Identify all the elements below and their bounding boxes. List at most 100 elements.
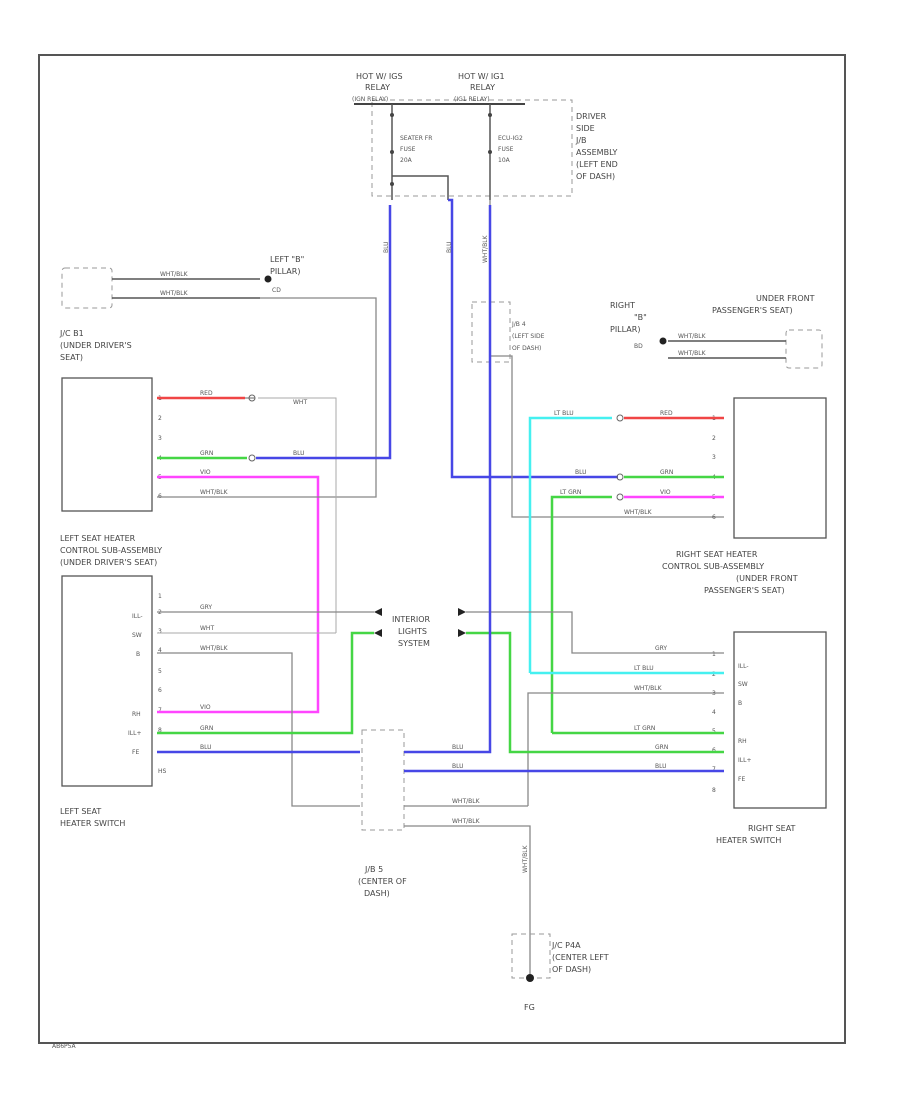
svg-text:VIO: VIO xyxy=(200,704,211,711)
svg-text:WHT/BLK: WHT/BLK xyxy=(678,350,707,357)
svg-text:(CENTER LEFT: (CENTER LEFT xyxy=(552,953,609,962)
svg-text:1: 1 xyxy=(158,593,162,600)
svg-text:7: 7 xyxy=(158,707,162,714)
svg-text:GRY: GRY xyxy=(200,604,212,611)
svg-text:2: 2 xyxy=(712,435,716,442)
svg-text:4: 4 xyxy=(158,647,162,654)
svg-text:(UNDER DRIVER'S SEAT): (UNDER DRIVER'S SEAT) xyxy=(60,558,157,567)
svg-text:ILL-: ILL- xyxy=(738,663,749,670)
svg-text:SEAT): SEAT) xyxy=(60,353,83,362)
svg-text:6: 6 xyxy=(712,514,716,521)
svg-text:J/C B1: J/C B1 xyxy=(59,329,84,338)
svg-text:5: 5 xyxy=(712,728,716,735)
svg-text:B: B xyxy=(136,651,140,658)
svg-text:BLU: BLU xyxy=(293,450,305,457)
svg-text:6: 6 xyxy=(158,687,162,694)
right-seat-heater-switch: 1 2 3 4 5 6 7 8 ILL- SW B RH ILL+ FE RIG… xyxy=(712,631,827,845)
svg-text:RELAY: RELAY xyxy=(365,83,390,92)
svg-text:FE: FE xyxy=(738,776,745,783)
svg-text:BLU: BLU xyxy=(200,744,212,751)
svg-text:SIDE: SIDE xyxy=(576,124,595,133)
svg-text:20A: 20A xyxy=(400,157,413,164)
driver-side-jb-box: HOT W/ IGS RELAY (IGN RELAY) HOT W/ IG1 … xyxy=(352,72,618,200)
svg-text:BLU: BLU xyxy=(575,469,587,476)
svg-text:GRN: GRN xyxy=(200,450,213,457)
svg-text:(UNDER FRONT: (UNDER FRONT xyxy=(736,574,798,583)
svg-text:HEATER SWITCH: HEATER SWITCH xyxy=(60,819,125,828)
svg-text:WHT: WHT xyxy=(200,625,214,632)
svg-text:WHT/BLK: WHT/BLK xyxy=(160,271,189,278)
svg-text:ILL-: ILL- xyxy=(132,613,143,620)
svg-text:LT GRN: LT GRN xyxy=(634,725,655,732)
svg-text:5: 5 xyxy=(158,668,162,675)
svg-text:FUSE: FUSE xyxy=(498,146,514,153)
svg-text:WHT/BLK: WHT/BLK xyxy=(452,798,481,805)
svg-text:BD: BD xyxy=(634,343,643,350)
svg-text:8: 8 xyxy=(712,787,716,794)
svg-text:WHT/BLK: WHT/BLK xyxy=(160,290,189,297)
svg-text:RIGHT SEAT: RIGHT SEAT xyxy=(748,824,796,833)
svg-text:SEATER FR: SEATER FR xyxy=(400,135,432,142)
svg-text:CONTROL SUB-ASSEMBLY: CONTROL SUB-ASSEMBLY xyxy=(662,562,764,571)
page-code: AB6P5A xyxy=(52,1043,76,1050)
svg-text:CONTROL SUB-ASSEMBLY: CONTROL SUB-ASSEMBLY xyxy=(60,546,162,555)
svg-text:3: 3 xyxy=(712,454,716,461)
svg-text:RIGHT: RIGHT xyxy=(610,301,635,310)
left-ground-junction: WHT/BLK WHT/BLK LEFT "B" PILLAR) CD J/C … xyxy=(59,255,377,498)
svg-text:(LEFT SIDE: (LEFT SIDE xyxy=(512,333,545,340)
svg-text:8: 8 xyxy=(158,727,162,734)
svg-text:10A: 10A xyxy=(498,157,511,164)
svg-text:LT GRN: LT GRN xyxy=(560,489,581,496)
svg-text:HS: HS xyxy=(158,768,167,775)
left-harness-wires: RED WHT GRN BLU BLU VIO VIO WHT/BLK xyxy=(157,205,392,714)
svg-text:WHT/BLK: WHT/BLK xyxy=(678,333,707,340)
svg-text:INTERIOR: INTERIOR xyxy=(392,615,431,624)
right-harness-wires: LT BLU RED GRN LT GRN VIO LT BLU GRY WHT… xyxy=(466,410,724,806)
svg-text:LT BLU: LT BLU xyxy=(634,665,654,672)
svg-text:(UNDER DRIVER'S: (UNDER DRIVER'S xyxy=(60,341,132,350)
svg-text:2: 2 xyxy=(158,415,162,422)
svg-text:SW: SW xyxy=(132,632,142,639)
svg-text:OF DASH): OF DASH) xyxy=(576,172,615,181)
svg-text:WHT/BLK: WHT/BLK xyxy=(200,489,229,496)
svg-text:OF DASH): OF DASH) xyxy=(512,345,541,352)
svg-text:ASSEMBLY: ASSEMBLY xyxy=(576,148,617,157)
svg-text:WHT/BLK: WHT/BLK xyxy=(522,844,529,873)
svg-text:SYSTEM: SYSTEM xyxy=(398,639,430,648)
svg-text:OF DASH): OF DASH) xyxy=(552,965,591,974)
svg-text:RED: RED xyxy=(660,410,673,417)
svg-text:6: 6 xyxy=(712,747,716,754)
svg-text:GRN: GRN xyxy=(655,744,668,751)
svg-text:FUSE: FUSE xyxy=(400,146,416,153)
svg-text:WHT: WHT xyxy=(293,399,307,406)
svg-text:PILLAR): PILLAR) xyxy=(270,267,300,276)
left-seat-heater-control: 1 2 3 4 5 6 LEFT SEAT HEATER CONTROL SUB… xyxy=(60,377,162,567)
svg-text:(IG1 RELAY): (IG1 RELAY) xyxy=(454,96,490,103)
right-ground-junction: WHT/BLK WHT/BLK RIGHT "B" PILLAR) BD UND… xyxy=(610,294,823,369)
svg-text:HOT W/ IGS: HOT W/ IGS xyxy=(356,72,403,81)
svg-text:DASH): DASH) xyxy=(364,889,390,898)
svg-text:RIGHT SEAT HEATER: RIGHT SEAT HEATER xyxy=(676,550,758,559)
svg-text:ILL+: ILL+ xyxy=(738,757,751,764)
svg-text:FG: FG xyxy=(524,1003,535,1012)
svg-text:ECU-IG2: ECU-IG2 xyxy=(498,135,523,142)
svg-text:RH: RH xyxy=(132,711,141,718)
center-wires: GRY WHT WHT/BLK GRN BLU BLU BLU BLU WHT/… xyxy=(157,205,724,975)
svg-text:ILL+: ILL+ xyxy=(128,730,141,737)
svg-text:(LEFT END: (LEFT END xyxy=(576,160,618,169)
svg-text:BLU: BLU xyxy=(452,763,464,770)
left-seat-heater-switch: 1 2 3 4 5 6 7 8 ILL- SW B RH ILL+ FE HS … xyxy=(60,575,167,828)
svg-text:LT BLU: LT BLU xyxy=(554,410,574,417)
svg-text:LEFT "B": LEFT "B" xyxy=(270,255,304,264)
svg-text:WHT/BLK: WHT/BLK xyxy=(634,685,663,692)
svg-text:CD: CD xyxy=(272,287,281,294)
svg-text:VIO: VIO xyxy=(660,489,671,496)
svg-text:BLU: BLU xyxy=(452,744,464,751)
svg-text:"B": "B" xyxy=(634,313,647,322)
svg-text:J/B 5: J/B 5 xyxy=(364,865,383,874)
svg-text:PILLAR): PILLAR) xyxy=(610,325,640,334)
svg-text:(IGN RELAY): (IGN RELAY) xyxy=(352,96,388,103)
svg-text:HEATER SWITCH: HEATER SWITCH xyxy=(716,836,781,845)
svg-text:FE: FE xyxy=(132,749,139,756)
